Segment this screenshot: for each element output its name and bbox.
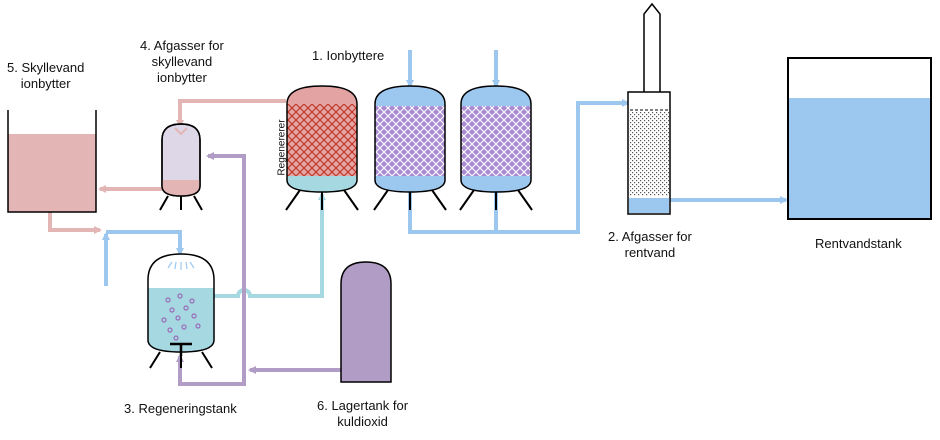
rinse-water-tank bbox=[7, 110, 97, 213]
label-co2-storage-tank: 6. Lagertank for kuldioxid bbox=[317, 398, 409, 429]
ion-exchanger-2 bbox=[373, 85, 447, 211]
label-rinse-degasser: 4. Afgasser for skyllevand ionbytter bbox=[140, 38, 224, 85]
pipe-rinse-tank-outlet bbox=[48, 212, 102, 234]
regeneration-tank bbox=[147, 253, 215, 369]
rinse-degasser bbox=[159, 123, 203, 211]
pipe-regen-to-exchanger-1 bbox=[212, 192, 326, 298]
label-regeneration-tank: 3. Regeneringstank bbox=[124, 401, 237, 416]
label-rinse-tank: 5. Skyllevand ionbytter bbox=[7, 60, 85, 91]
label-ion-exchangers: 1. Ionbyttere bbox=[312, 48, 385, 63]
label-clean-water-tank: Rentvandstank bbox=[815, 236, 902, 251]
clean-water-tank bbox=[787, 57, 932, 220]
pipe-co2-to-rinse-degasser bbox=[206, 152, 246, 370]
clean-water-degasser bbox=[627, 2, 671, 215]
pipe-co2-bottom-to-regen bbox=[176, 354, 246, 386]
label-clean-water-degasser: 2. Afgasser for rentvand bbox=[608, 229, 692, 260]
pipe-exchanger-1-to-rinse-degasser bbox=[176, 99, 286, 128]
ion-exchanger-1 bbox=[285, 85, 359, 211]
pipe-water-to-regen-top bbox=[106, 230, 184, 256]
ion-exchanger-3 bbox=[318, 85, 532, 210]
pipe-exchangers-to-degasser bbox=[408, 99, 630, 234]
label-regenerating: Regenererer bbox=[276, 119, 288, 176]
co2-storage-tank bbox=[340, 261, 392, 383]
